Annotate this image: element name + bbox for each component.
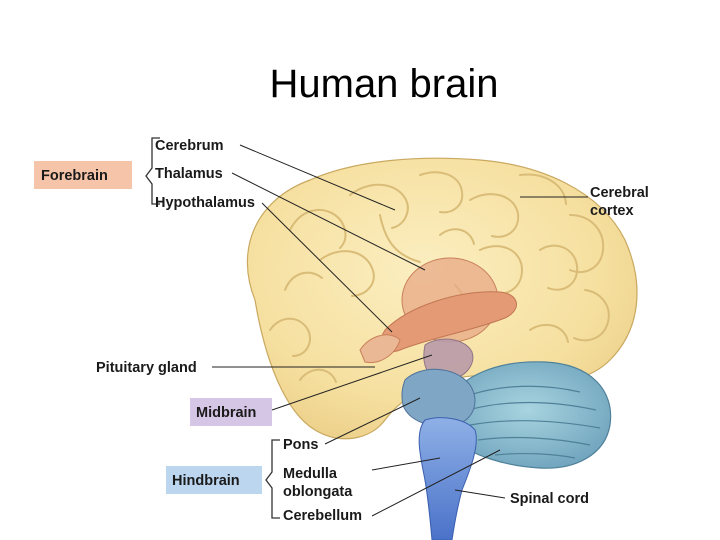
cerebral-cortex-label-line1: Cerebral (590, 185, 649, 201)
cerebrum-label: Cerebrum (155, 138, 224, 154)
brainstem-shape (418, 417, 477, 540)
midbrain-label: Midbrain (196, 405, 256, 421)
fornix-shape (359, 334, 401, 364)
page-title: Human brain (269, 62, 499, 106)
forebrain-label: Forebrain (41, 168, 108, 184)
cerebral-cortex-label-line2: cortex (590, 203, 634, 219)
hypothalamus-label: Hypothalamus (155, 195, 255, 211)
medulla-label-line1: Medulla (283, 466, 338, 482)
hindbrain-label: Hindbrain (172, 473, 240, 489)
midbrain-box (190, 398, 272, 426)
medulla-label-line2: oblongata (283, 484, 353, 500)
cerebellum-label: Cerebellum (283, 508, 362, 524)
leader-lines (212, 144, 588, 517)
pons-label: Pons (283, 437, 318, 453)
cerebellum-folds (467, 385, 601, 459)
spinal-cord-label: Spinal cord (510, 491, 589, 507)
thalamus-label: Thalamus (155, 166, 223, 182)
forebrain-box (34, 161, 132, 189)
pituitary-gland-label: Pituitary gland (96, 360, 197, 376)
hindbrain-box (166, 466, 262, 494)
forebrain-bracket (145, 137, 160, 205)
hindbrain-bracket (265, 439, 280, 519)
